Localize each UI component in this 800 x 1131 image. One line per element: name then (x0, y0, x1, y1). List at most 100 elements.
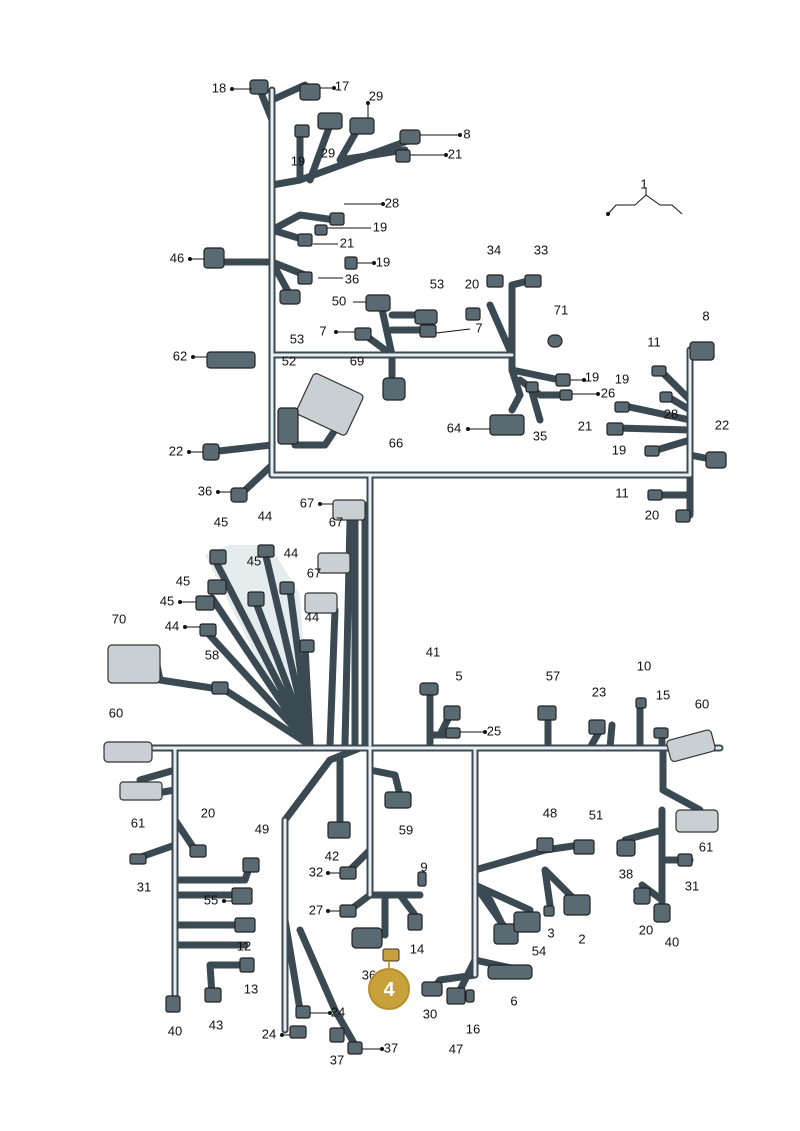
part-label-24: 24 (262, 1026, 276, 1041)
part-label-21: 21 (340, 235, 354, 250)
part-label-2: 2 (578, 931, 585, 946)
part-label-42: 42 (325, 848, 339, 863)
part-label-33: 33 (534, 242, 548, 257)
part-label-45: 45 (176, 573, 190, 588)
part-label-38: 38 (619, 866, 633, 881)
part-label-31: 31 (137, 879, 151, 894)
part-label-45: 45 (247, 553, 261, 568)
part-label-70: 70 (112, 611, 126, 626)
part-label-37: 37 (384, 1040, 398, 1055)
part-label-44: 44 (165, 618, 179, 633)
part-label-54: 54 (532, 943, 546, 958)
part-label-11: 11 (615, 485, 629, 500)
part-label-14: 14 (410, 941, 424, 956)
part-label-45: 45 (160, 593, 174, 608)
part-label-60: 60 (695, 696, 709, 711)
part-label-27: 27 (309, 902, 323, 917)
part-label-53: 53 (430, 276, 444, 291)
part-label-43: 43 (209, 1017, 223, 1032)
part-label-40: 40 (665, 934, 679, 949)
part-label-1: 1 (640, 176, 647, 191)
part-label-60: 60 (109, 705, 123, 720)
part-label-62: 62 (173, 348, 187, 363)
harness-wires (106, 81, 724, 1049)
part-label-31: 31 (685, 878, 699, 893)
part-label-9: 9 (420, 859, 427, 874)
part-label-5: 5 (455, 668, 462, 683)
connectors (103, 79, 727, 1055)
part-label-15: 15 (656, 687, 670, 702)
part-label-61: 61 (131, 815, 145, 830)
part-label-44: 44 (305, 609, 319, 624)
part-label-44: 44 (284, 545, 298, 560)
part-label-35: 35 (533, 428, 547, 443)
part-label-22: 22 (169, 443, 183, 458)
part-label-36: 36 (198, 483, 212, 498)
part-label-37: 37 (330, 1052, 344, 1067)
part-label-67: 67 (329, 514, 343, 529)
part-label-11: 11 (647, 334, 661, 349)
part-label-12: 12 (237, 938, 251, 953)
part-label-24: 24 (331, 1004, 345, 1019)
part-label-19: 19 (291, 153, 305, 168)
part-label-29: 29 (321, 145, 335, 160)
part-label-18: 18 (212, 80, 226, 95)
part-label-23: 23 (592, 684, 606, 699)
part-label-45: 45 (214, 514, 228, 529)
part-label-59: 59 (399, 822, 413, 837)
part-label-26: 26 (601, 385, 615, 400)
part-label-64: 64 (447, 420, 461, 435)
part-label-3: 3 (547, 925, 554, 940)
part-label-71: 71 (554, 302, 568, 317)
part-label-57: 57 (546, 668, 560, 683)
part-label-21: 21 (578, 418, 592, 433)
harness-wires-highlight (108, 88, 722, 1032)
part-label-19: 19 (373, 219, 387, 234)
part-label-19: 19 (612, 442, 626, 457)
part-label-61: 61 (699, 839, 713, 854)
part-label-21: 21 (448, 146, 462, 161)
leader-lines (178, 86, 600, 1051)
part-label-8: 8 (702, 308, 709, 323)
part-label-53: 53 (290, 331, 304, 346)
part-label-16: 16 (466, 1021, 480, 1036)
part-label-34: 34 (487, 242, 501, 257)
part-label-49: 49 (255, 821, 269, 836)
part-label-6: 6 (510, 993, 517, 1008)
part-label-20: 20 (645, 507, 659, 522)
part-label-20: 20 (465, 276, 479, 291)
part-label-8: 8 (463, 126, 470, 141)
part-label-67: 67 (307, 565, 321, 580)
part-label-46: 46 (170, 250, 184, 265)
part-label-19: 19 (376, 254, 390, 269)
part-label-25: 25 (487, 723, 501, 738)
part-label-47: 47 (449, 1041, 463, 1056)
part-label-51: 51 (589, 807, 603, 822)
callout-label: 4 (383, 979, 395, 1001)
part-label-66: 66 (389, 435, 403, 450)
part-label-58: 58 (205, 647, 219, 662)
part-label-19: 19 (615, 371, 629, 386)
part-label-20: 20 (201, 805, 215, 820)
part-label-44: 44 (258, 508, 272, 523)
part-label-67: 67 (300, 495, 314, 510)
part-label-22: 22 (715, 417, 729, 432)
callout-circle (368, 968, 410, 1010)
part-label-28: 28 (385, 195, 399, 210)
part-label-48: 48 (543, 805, 557, 820)
part-label-13: 13 (244, 981, 258, 996)
part-label-69: 69 (350, 353, 364, 368)
part-label-30: 30 (423, 1006, 437, 1021)
legend-symbol (606, 188, 683, 216)
part-label-40: 40 (168, 1023, 182, 1038)
part-label-32: 32 (309, 864, 323, 879)
highlight-callout: 4 (368, 961, 410, 1010)
part-label-29: 29 (369, 88, 383, 103)
part-label-7: 7 (475, 320, 482, 335)
part-label-55: 55 (204, 892, 218, 907)
part-label-41: 41 (426, 644, 440, 659)
part-label-17: 17 (335, 78, 349, 93)
part-label-50: 50 (332, 293, 346, 308)
